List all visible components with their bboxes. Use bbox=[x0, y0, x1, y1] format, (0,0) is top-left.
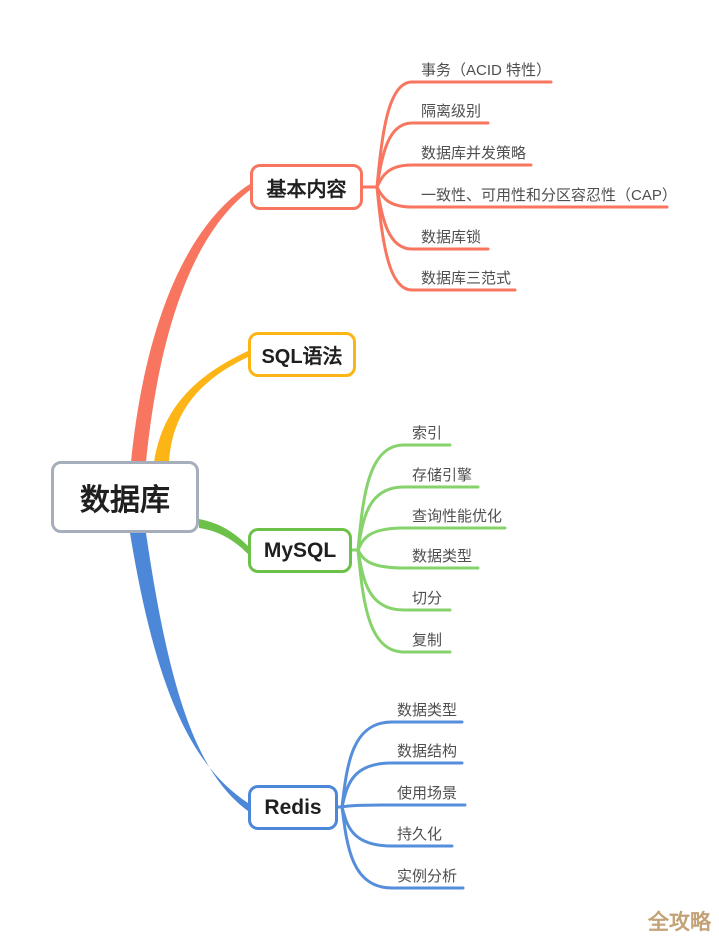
subtopic-case-analysis[interactable]: 实例分析 bbox=[397, 868, 458, 885]
subtopic-normal-forms[interactable]: 数据库三范式 bbox=[421, 270, 512, 287]
subtopic-query-optimization[interactable]: 查询性能优化 bbox=[412, 508, 503, 525]
topic-node-sql-syntax[interactable]: SQL语法 bbox=[248, 332, 356, 377]
branch-mysql-lines bbox=[350, 443, 507, 654]
subtopic-mysql-data-types[interactable]: 数据类型 bbox=[412, 548, 473, 565]
subtopic-data-structures[interactable]: 数据结构 bbox=[397, 743, 458, 760]
subtopic-replication[interactable]: 复制 bbox=[412, 632, 443, 649]
subtopic-index[interactable]: 索引 bbox=[412, 425, 443, 442]
subtopic-redis-data-types[interactable]: 数据类型 bbox=[397, 702, 458, 719]
subtopic-cap[interactable]: 一致性、可用性和分区容忍性（CAP） bbox=[421, 187, 677, 204]
topic-node-redis[interactable]: Redis bbox=[248, 785, 338, 830]
branch-basic-lines bbox=[361, 80, 669, 292]
subtopic-isolation-levels[interactable]: 隔离级别 bbox=[421, 103, 482, 120]
trunk-sql bbox=[154, 351, 248, 462]
subtopic-persistence[interactable]: 持久化 bbox=[397, 826, 443, 843]
root-node-database[interactable]: 数据库 bbox=[51, 461, 199, 533]
subtopic-sharding[interactable]: 切分 bbox=[412, 590, 443, 607]
subtopic-concurrency-strategy[interactable]: 数据库并发策略 bbox=[421, 145, 527, 162]
branch-redis-lines bbox=[336, 720, 467, 890]
trunk-mysql bbox=[199, 519, 248, 554]
watermark-text: 全攻略 bbox=[648, 911, 711, 934]
subtopic-storage-engine[interactable]: 存储引擎 bbox=[412, 467, 473, 484]
subtopic-transactions-acid[interactable]: 事务（ACID 特性） bbox=[421, 62, 552, 79]
topic-node-mysql[interactable]: MySQL bbox=[248, 528, 352, 573]
trunk-redis bbox=[130, 533, 248, 811]
trunk-basic bbox=[131, 184, 250, 462]
topic-node-basic-content[interactable]: 基本内容 bbox=[250, 164, 363, 210]
subtopic-database-locks[interactable]: 数据库锁 bbox=[421, 229, 482, 246]
subtopic-use-cases[interactable]: 使用场景 bbox=[397, 785, 458, 802]
